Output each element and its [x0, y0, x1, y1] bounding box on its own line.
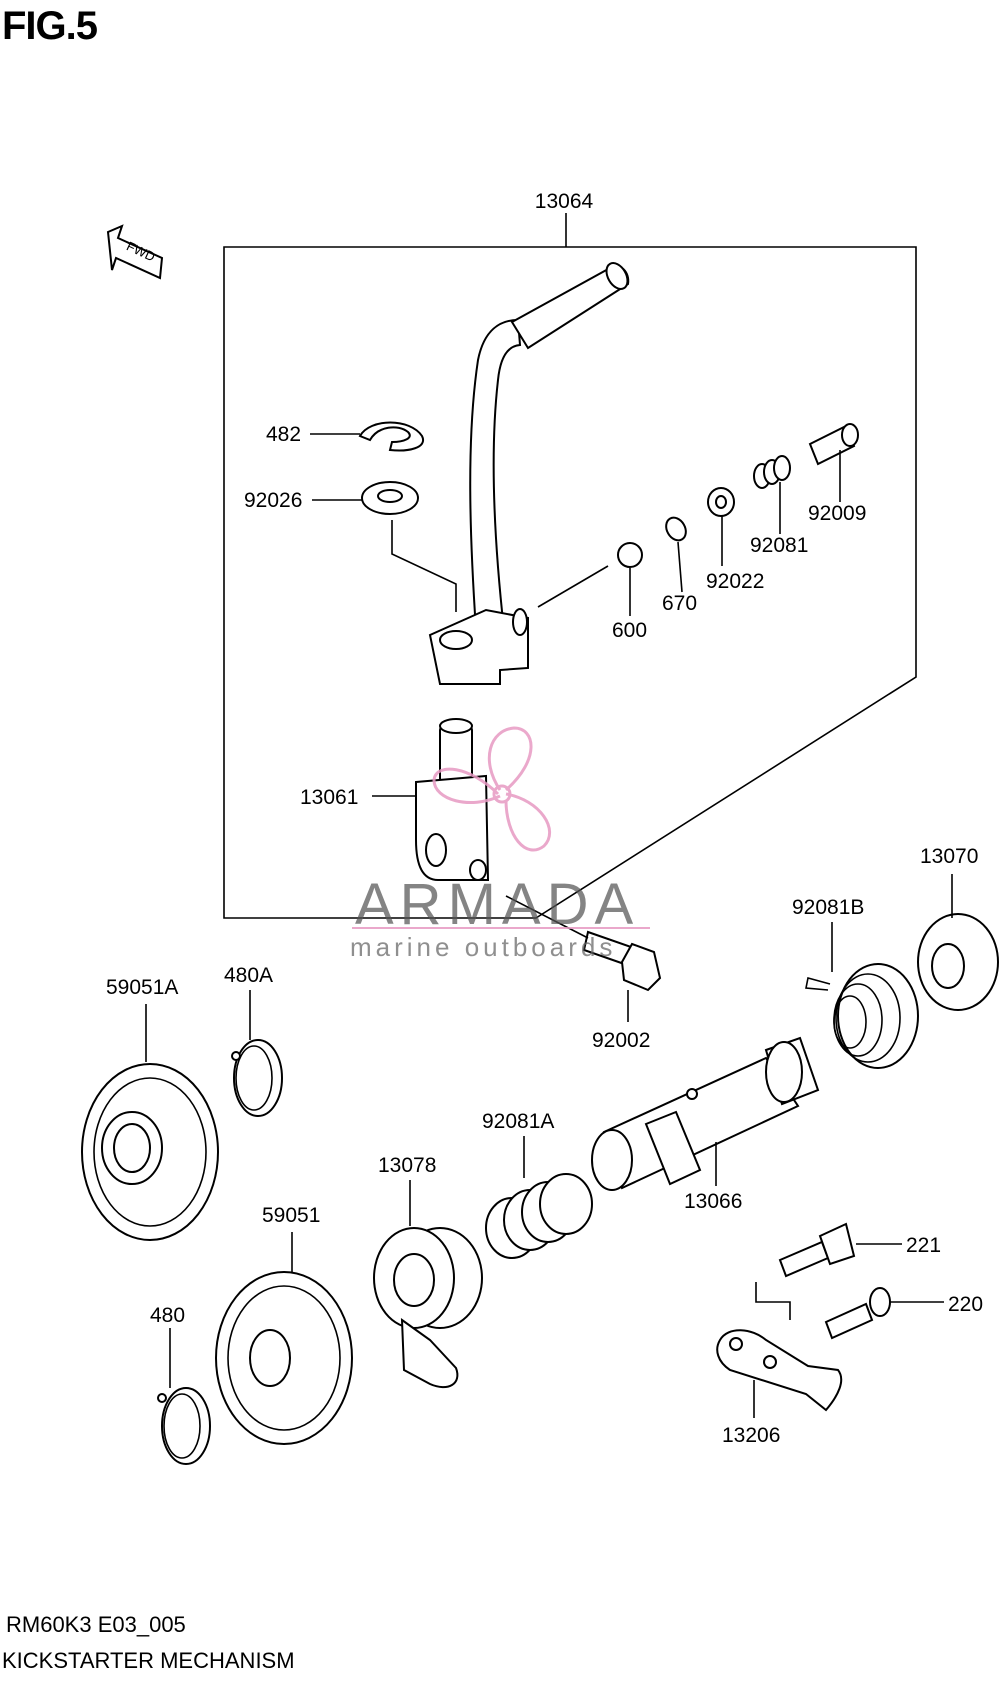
bolt-icon: [582, 930, 662, 992]
ball-icon: [617, 542, 643, 568]
callout-480A: 480A: [224, 964, 273, 987]
callout-92026: 92026: [244, 489, 302, 512]
spacer-icon: [707, 487, 735, 517]
ratchet-icon: [373, 1227, 483, 1389]
screw-icon: [824, 1287, 891, 1340]
callout-92002: 92002: [592, 1029, 650, 1052]
callout-92081A: 92081A: [482, 1110, 554, 1133]
callout-13061: 13061: [300, 786, 358, 809]
detent-spring-icon: [753, 455, 791, 489]
callout-92022: 92022: [706, 570, 764, 593]
torsion-spring-icon: [805, 963, 919, 1069]
diagram-name: KICKSTARTER MECHANISM: [2, 1648, 295, 1673]
kick-lever-group-frame: [223, 246, 917, 919]
o-ring-icon: [665, 516, 687, 542]
callout-59051A: 59051A: [106, 976, 178, 999]
callout-59051: 59051: [262, 1204, 320, 1227]
callout-480: 480: [150, 1304, 185, 1327]
callout-13070: 13070: [920, 845, 978, 868]
guide-plate-icon: [716, 1329, 843, 1412]
diagram-code: RM60K3 E03_005: [6, 1612, 186, 1637]
collar-icon: [917, 913, 999, 1011]
watermark-logo: ARMADA marine outboards: [350, 726, 650, 962]
callout-13206: 13206: [722, 1424, 780, 1447]
callout-482: 482: [266, 423, 301, 446]
e-clip-icon: [358, 421, 425, 452]
callout-92081B: 92081B: [792, 896, 864, 919]
plunger-icon: [808, 423, 859, 466]
circlip-icon: [231, 1039, 283, 1117]
callout-13066: 13066: [684, 1190, 742, 1213]
propeller-icon: [432, 726, 551, 852]
washer-icon: [361, 481, 419, 515]
callout-92081: 92081: [750, 534, 808, 557]
coil-spring-icon: [485, 1173, 593, 1259]
callout-92009: 92009: [808, 502, 866, 525]
gear-icon: [81, 1063, 219, 1241]
callout-13078: 13078: [378, 1154, 436, 1177]
countersunk-screw-icon: [778, 1222, 856, 1278]
callout-670: 670: [662, 592, 697, 615]
callout-221: 221: [906, 1234, 941, 1257]
callout-600: 600: [612, 619, 647, 642]
callout-220: 220: [948, 1293, 983, 1316]
callout-13064: 13064: [535, 190, 594, 213]
circlip-2-icon: [157, 1387, 211, 1465]
figure-title: FIG.5: [2, 4, 98, 48]
fwd-arrow-icon: FWD: [106, 224, 164, 280]
watermark-brand: ARMADA: [355, 872, 639, 937]
kick-lever-icon: [428, 262, 630, 685]
watermark-tagline: marine outboards: [350, 932, 616, 962]
gear-2-icon: [215, 1271, 353, 1445]
kick-shaft-icon: [591, 1036, 820, 1191]
